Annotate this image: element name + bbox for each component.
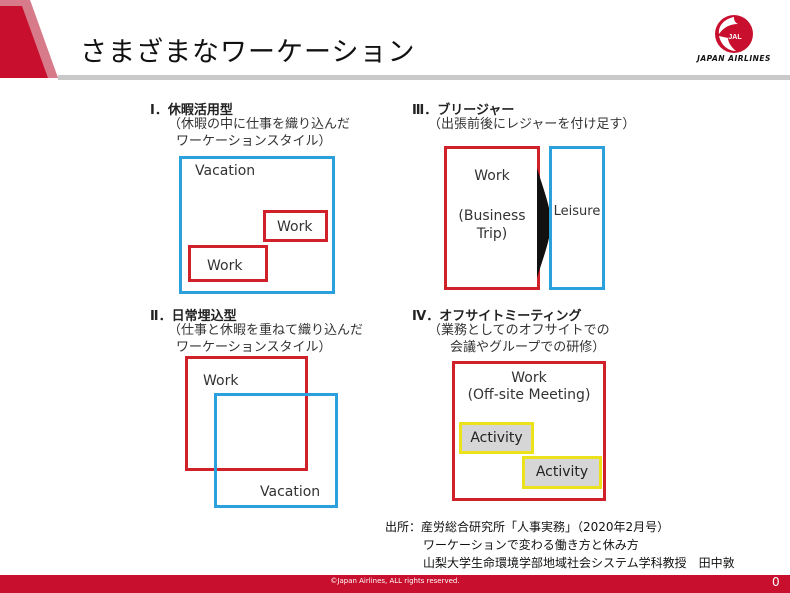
s4-work-box	[452, 361, 606, 501]
s1-work-label-lower: Work	[207, 258, 243, 274]
s2-work-box	[185, 356, 308, 471]
s3-trip-label-2: Trip)	[476, 226, 508, 242]
section-3-sub-1: （出張前後にレジャーを付け足す）	[428, 117, 636, 132]
section-4-sub-1: （業務としてのオフサイトでの	[428, 323, 610, 338]
source-line-1: 出所：産労総合研究所「人事実務」（2020年2月号）	[385, 520, 670, 534]
section-4-heading: Ⅳ．オフサイトミーティング	[412, 309, 582, 324]
corner-decoration	[0, 0, 58, 78]
copyright-text: ©Japan Airlines, ALL rights reserved.	[330, 577, 460, 585]
s2-work-label: Work	[203, 373, 239, 389]
s1-work-box-lower	[188, 245, 268, 282]
jal-crane-logo-icon: JAL	[715, 15, 753, 53]
section-4-sub-2: 会議やグループでの研修）	[450, 340, 606, 355]
s2-vacation-box	[214, 393, 338, 508]
s1-work-label-upper: Work	[277, 219, 313, 235]
source-line-2: ワーケーションで変わる働き方と休み方	[423, 538, 639, 552]
s4-activity-box-2: Activity	[522, 456, 602, 489]
s2-vacation-label: Vacation	[260, 484, 321, 500]
title-divider	[58, 75, 790, 80]
s3-trip-label-1: (Business	[458, 208, 526, 224]
section-3-heading: Ⅲ．ブリージャー	[412, 103, 515, 118]
page-number: 0	[772, 575, 780, 589]
slide-title: さまざまなワーケーション	[80, 37, 416, 68]
s4-offsite-label: (Off-site Meeting)	[467, 387, 591, 403]
source-line-3: 山梨大学生命環境学部地域社会システム学科教授 田中敦	[423, 556, 735, 570]
s3-transition-arrow	[537, 168, 551, 278]
s1-vacation-box	[179, 156, 335, 294]
logo-mark-text: JAL	[728, 34, 742, 41]
s1-work-box-upper	[263, 210, 328, 242]
s4-activity-box-1: Activity	[459, 422, 534, 454]
section-2-sub-1: （仕事と休暇を重ねて織り込んだ	[168, 323, 364, 338]
s3-leisure-box	[549, 146, 605, 290]
logo-wordmark: JAPAN AIRLINES	[697, 54, 771, 63]
section-1-sub-1: （休暇の中に仕事を織り込んだ	[168, 117, 351, 132]
section-1-heading: Ⅰ．休暇活用型	[150, 103, 233, 118]
s3-work-label: Work	[474, 168, 510, 184]
section-2-sub-2: ワーケーションスタイル）	[176, 340, 332, 355]
section-1-sub-2: ワーケーションスタイル）	[176, 134, 332, 149]
s4-work-label: Work	[511, 370, 547, 386]
s3-leisure-label: Leisure	[553, 204, 601, 219]
section-2-heading: Ⅱ．日常埋込型	[150, 309, 237, 324]
footer-bar	[0, 575, 790, 593]
s1-vacation-label: Vacation	[195, 163, 256, 179]
